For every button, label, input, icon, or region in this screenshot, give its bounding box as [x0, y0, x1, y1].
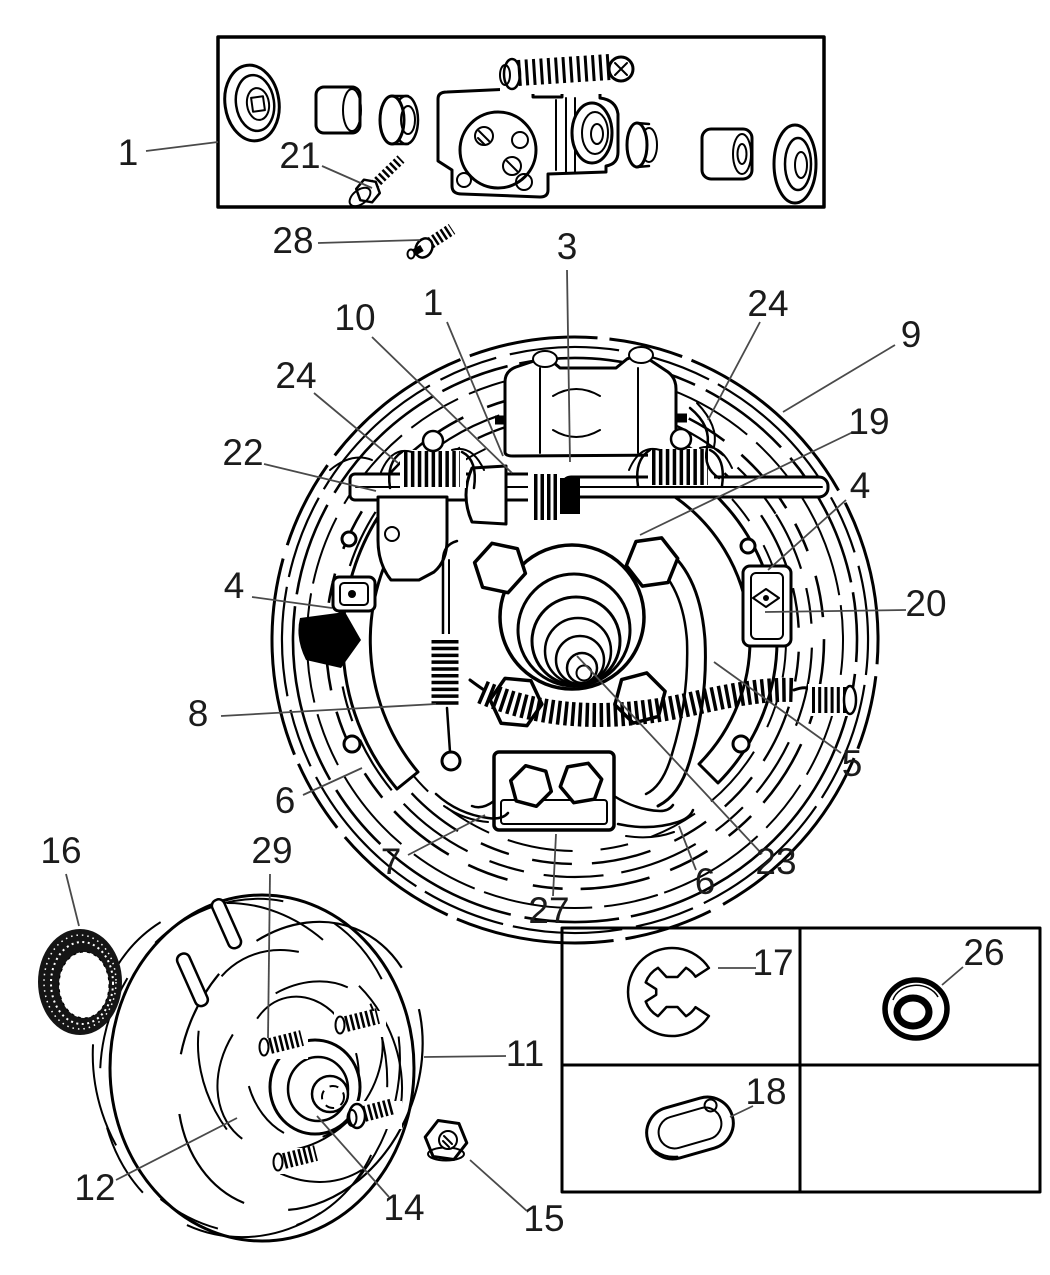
callout-leader-22	[263, 463, 377, 492]
callout-leader-5	[713, 661, 842, 754]
callout-leader-14	[316, 1115, 390, 1198]
hold-down-spring-right	[628, 427, 733, 488]
parking-cable	[329, 402, 721, 480]
callout-24: 24	[747, 283, 788, 324]
callout-4: 4	[224, 565, 245, 606]
lever-shadow	[298, 612, 361, 668]
anchor-plate	[376, 495, 449, 582]
callout-leader-4	[251, 596, 333, 609]
wheel-cylinder-installed	[495, 346, 687, 458]
callout-17: 17	[752, 942, 793, 983]
callout-leader-29	[267, 873, 271, 1039]
callout-27: 27	[528, 890, 569, 931]
callout-6: 6	[695, 861, 716, 902]
brake-drum	[91, 893, 424, 1243]
cylinder-spring	[499, 52, 635, 94]
callout-14: 14	[383, 1187, 424, 1228]
shoe-tails	[434, 792, 695, 839]
callout-leader-28	[317, 239, 421, 244]
piston-right	[700, 127, 754, 181]
access-plug	[645, 1095, 735, 1161]
bleeder-screw	[406, 223, 456, 260]
boot-left	[223, 63, 281, 143]
piston-left	[314, 85, 362, 135]
callout-1: 1	[118, 132, 139, 173]
callout-leader-3	[566, 269, 571, 463]
callout-leader-12	[115, 1117, 238, 1181]
callout-10: 10	[334, 297, 375, 338]
callout-leader-1	[446, 321, 504, 457]
wheel-stud-side	[808, 684, 858, 716]
callout-8: 8	[188, 693, 209, 734]
hub	[268, 1038, 362, 1136]
callout-leader-18	[729, 1105, 754, 1118]
callout-18: 18	[745, 1071, 786, 1112]
cup-seal-left	[378, 94, 420, 146]
wheel-studs	[258, 1008, 402, 1174]
callout-leader-15	[469, 1159, 528, 1212]
balance-slot	[175, 952, 210, 1008]
grommet	[882, 977, 950, 1041]
callout-9: 9	[901, 314, 922, 355]
hold-down-spring-left	[380, 429, 485, 490]
hold-down-clip-left	[331, 575, 377, 613]
callout-leader-7	[407, 814, 486, 856]
hold-down-clip-right	[741, 564, 793, 648]
boot-right	[772, 123, 818, 205]
callout-leader-23	[576, 655, 763, 855]
callout-leader-10	[371, 336, 513, 474]
callout-23: 23	[755, 841, 796, 882]
callout-4: 4	[850, 465, 871, 506]
callout-6: 6	[275, 780, 296, 821]
callout-12: 12	[74, 1167, 115, 1208]
callout-20: 20	[905, 583, 946, 624]
callout-15: 15	[523, 1198, 564, 1239]
adjuster-star-wheel	[464, 464, 580, 526]
lug-nut	[423, 1119, 469, 1162]
callout-leader-27	[552, 833, 557, 897]
balance-slot	[210, 898, 243, 950]
backing-plate-holes	[340, 530, 757, 754]
callout-leader-19	[639, 431, 854, 536]
callout-29: 29	[251, 830, 292, 871]
wheel-cylinder-kit	[216, 35, 826, 209]
cup-seal-right	[625, 121, 658, 169]
callout-leader-4	[767, 499, 847, 571]
callout-leader-6	[302, 767, 363, 796]
callout-leader-9	[782, 344, 896, 413]
callout-21: 21	[279, 135, 320, 176]
callout-leader-20	[764, 609, 907, 613]
callout-leader-8	[220, 703, 437, 717]
callout-leader-24	[707, 321, 761, 421]
wheel-cylinder-body	[436, 86, 620, 199]
callout-5: 5	[842, 743, 863, 784]
callout-16: 16	[40, 830, 81, 871]
callouts: 1 21 28 3 10 1 24 9 24 22 19 4 4 20 8 6 5 7 23 6 27 16 29 11 12 1…	[40, 132, 1004, 1239]
small-parts-table	[560, 926, 1042, 1194]
callout-leader-11	[423, 1055, 507, 1058]
callout-11: 11	[506, 1033, 544, 1074]
bottom-adjuster-bracket	[470, 750, 675, 832]
callout-leader-1	[145, 141, 219, 152]
callout-26: 26	[963, 932, 1004, 973]
e-clip	[626, 946, 711, 1038]
callout-leader-16	[65, 873, 80, 927]
callout-24: 24	[275, 355, 316, 396]
axle-seal	[38, 929, 122, 1035]
callout-19: 19	[848, 401, 889, 442]
parking-brake-lever	[643, 543, 707, 808]
callout-28: 28	[272, 220, 313, 261]
adjuster-spring	[429, 539, 462, 772]
callout-22: 22	[222, 432, 263, 473]
mounting-bolt	[348, 155, 405, 208]
callout-7: 7	[381, 841, 402, 882]
callout-1: 1	[423, 282, 444, 323]
callout-leader-26	[941, 966, 964, 986]
callout-3: 3	[557, 226, 578, 267]
callout-leader-21	[321, 165, 373, 189]
callout-leader-6	[678, 825, 697, 871]
callout-leader-24	[313, 392, 399, 464]
